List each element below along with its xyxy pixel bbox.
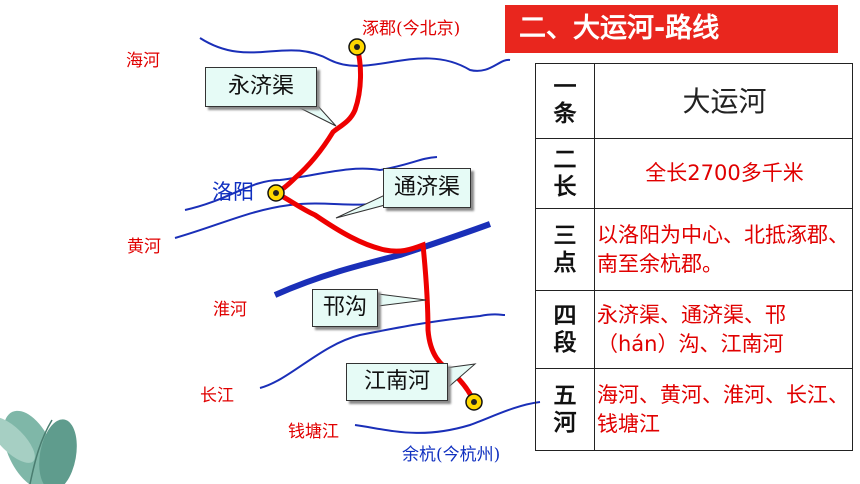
row-text: 海河、黄河、淮河、长江、钱塘江	[594, 368, 853, 451]
qiantangjiang-label: 钱塘江	[288, 422, 339, 442]
huanghe-label: 黄河	[127, 237, 161, 257]
row-number: 二长	[535, 138, 595, 209]
luoyang-marker	[267, 184, 285, 202]
row-number: 四段	[535, 290, 595, 369]
zhuojun-marker	[348, 38, 366, 56]
section-title: 二、大运河-路线	[505, 5, 838, 53]
jiangnanhe-callout: 江南河	[346, 363, 448, 401]
hangou-callout: 邗沟	[312, 289, 378, 327]
jiangnanhe-pointer	[444, 363, 477, 392]
haihe-label: 海河	[126, 51, 160, 71]
huaihe-river	[273, 221, 492, 298]
row-text: 以洛阳为中心、北抵涿郡、南至余杭郡。	[594, 208, 853, 291]
huaihe-label: 淮河	[213, 300, 247, 320]
changjiang-label: 长江	[200, 386, 234, 406]
row-number: 五河	[535, 368, 595, 451]
yuhang-label: 余杭(今杭州)	[402, 445, 501, 465]
row-text: 全长2700多千米	[594, 138, 853, 209]
row-number: 一条	[535, 63, 595, 139]
zhuojun-label: 涿郡(今北京)	[362, 19, 461, 39]
yongjiqu-callout: 永济渠	[205, 67, 317, 107]
route-summary-table: 一条 大运河 二长 全长2700多千米 三点 以洛阳为中心、北抵涿郡、南至余杭郡…	[535, 63, 853, 451]
tongjiqu-pointer	[335, 194, 386, 219]
table-row: 三点 以洛阳为中心、北抵涿郡、南至余杭郡。	[535, 208, 853, 291]
table-row: 四段 永济渠、通济渠、邗（hán）沟、江南河	[535, 290, 853, 369]
haihe-river	[199, 37, 511, 72]
grand-canal-route	[270, 46, 477, 403]
table-row: 二长 全长2700多千米	[535, 138, 853, 209]
yongjiqu-pointer	[295, 105, 337, 127]
tongjiqu-callout: 通济渠	[383, 168, 471, 208]
leaf-decoration	[0, 410, 77, 484]
luoyang-river	[184, 156, 438, 211]
row-number: 三点	[535, 208, 595, 291]
qiantang-river	[354, 401, 541, 434]
changjiang-river	[259, 313, 506, 389]
table-row: 一条 大运河	[535, 63, 853, 139]
hangou-pointer	[377, 293, 427, 307]
row-text: 永济渠、通济渠、邗（hán）沟、江南河	[594, 290, 853, 369]
yuhang-marker	[465, 393, 483, 411]
row-text: 大运河	[594, 63, 853, 139]
table-row: 五河 海河、黄河、淮河、长江、钱塘江	[535, 368, 853, 451]
luoyang-label: 洛阳	[212, 180, 254, 204]
